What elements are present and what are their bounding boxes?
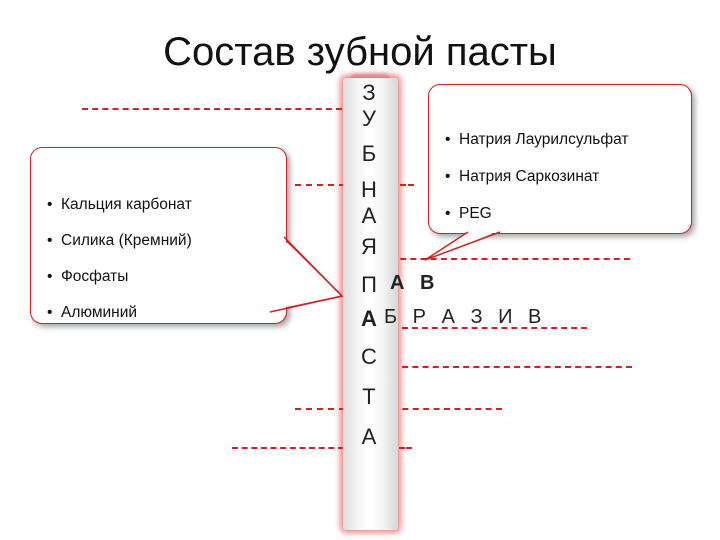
tube-letter: А (361, 203, 377, 228)
tube-letter: Т (362, 384, 376, 409)
answer-line (82, 108, 342, 110)
tube-letter: А (361, 306, 377, 331)
list-item: Натрия Саркозинат (443, 168, 628, 205)
tube-letter: Б (361, 141, 377, 166)
list-item: Фосфаты (45, 268, 192, 304)
callout-abrasives: Кальция карбонат Силика (Кремний) Фосфат… (30, 147, 287, 324)
tube-letter: Н (361, 177, 377, 202)
surfactants-list: Натрия Лаурилсульфат Натрия Саркозинат P… (443, 131, 628, 242)
tube-letter: Я (361, 234, 377, 259)
abrasives-list: Кальция карбонат Силика (Кремний) Фосфат… (45, 196, 192, 340)
list-item: PEG (443, 205, 628, 242)
page-title: Состав зубной пасты (163, 30, 557, 74)
callout-surfactants: Натрия Лаурилсульфат Натрия Саркозинат P… (428, 84, 692, 234)
list-item: Кальция карбонат (45, 196, 192, 232)
answer-line (295, 408, 345, 410)
answer-line (392, 327, 587, 329)
list-item: Силика (Кремний) (45, 232, 192, 268)
tube-letter: А (361, 424, 377, 449)
answer-line (295, 184, 345, 186)
list-item: Натрия Лаурилсульфат (443, 131, 628, 168)
toothpaste-tube (343, 78, 398, 530)
tube-letter: У (362, 106, 376, 131)
tube-letter: З (362, 80, 376, 105)
answer-abrasive-part2: Б Р А З И В (384, 306, 547, 328)
answer-line (392, 447, 412, 449)
answer-line (392, 184, 414, 186)
answer-line (392, 366, 632, 368)
tube-letter: П (361, 272, 377, 297)
answer-line (390, 258, 630, 260)
answer-line (392, 408, 502, 410)
list-item: Алюминий (45, 304, 192, 340)
answer-abrasive-part1: А В (390, 272, 440, 294)
answer-line (232, 447, 344, 449)
tube-letter: С (361, 344, 377, 369)
